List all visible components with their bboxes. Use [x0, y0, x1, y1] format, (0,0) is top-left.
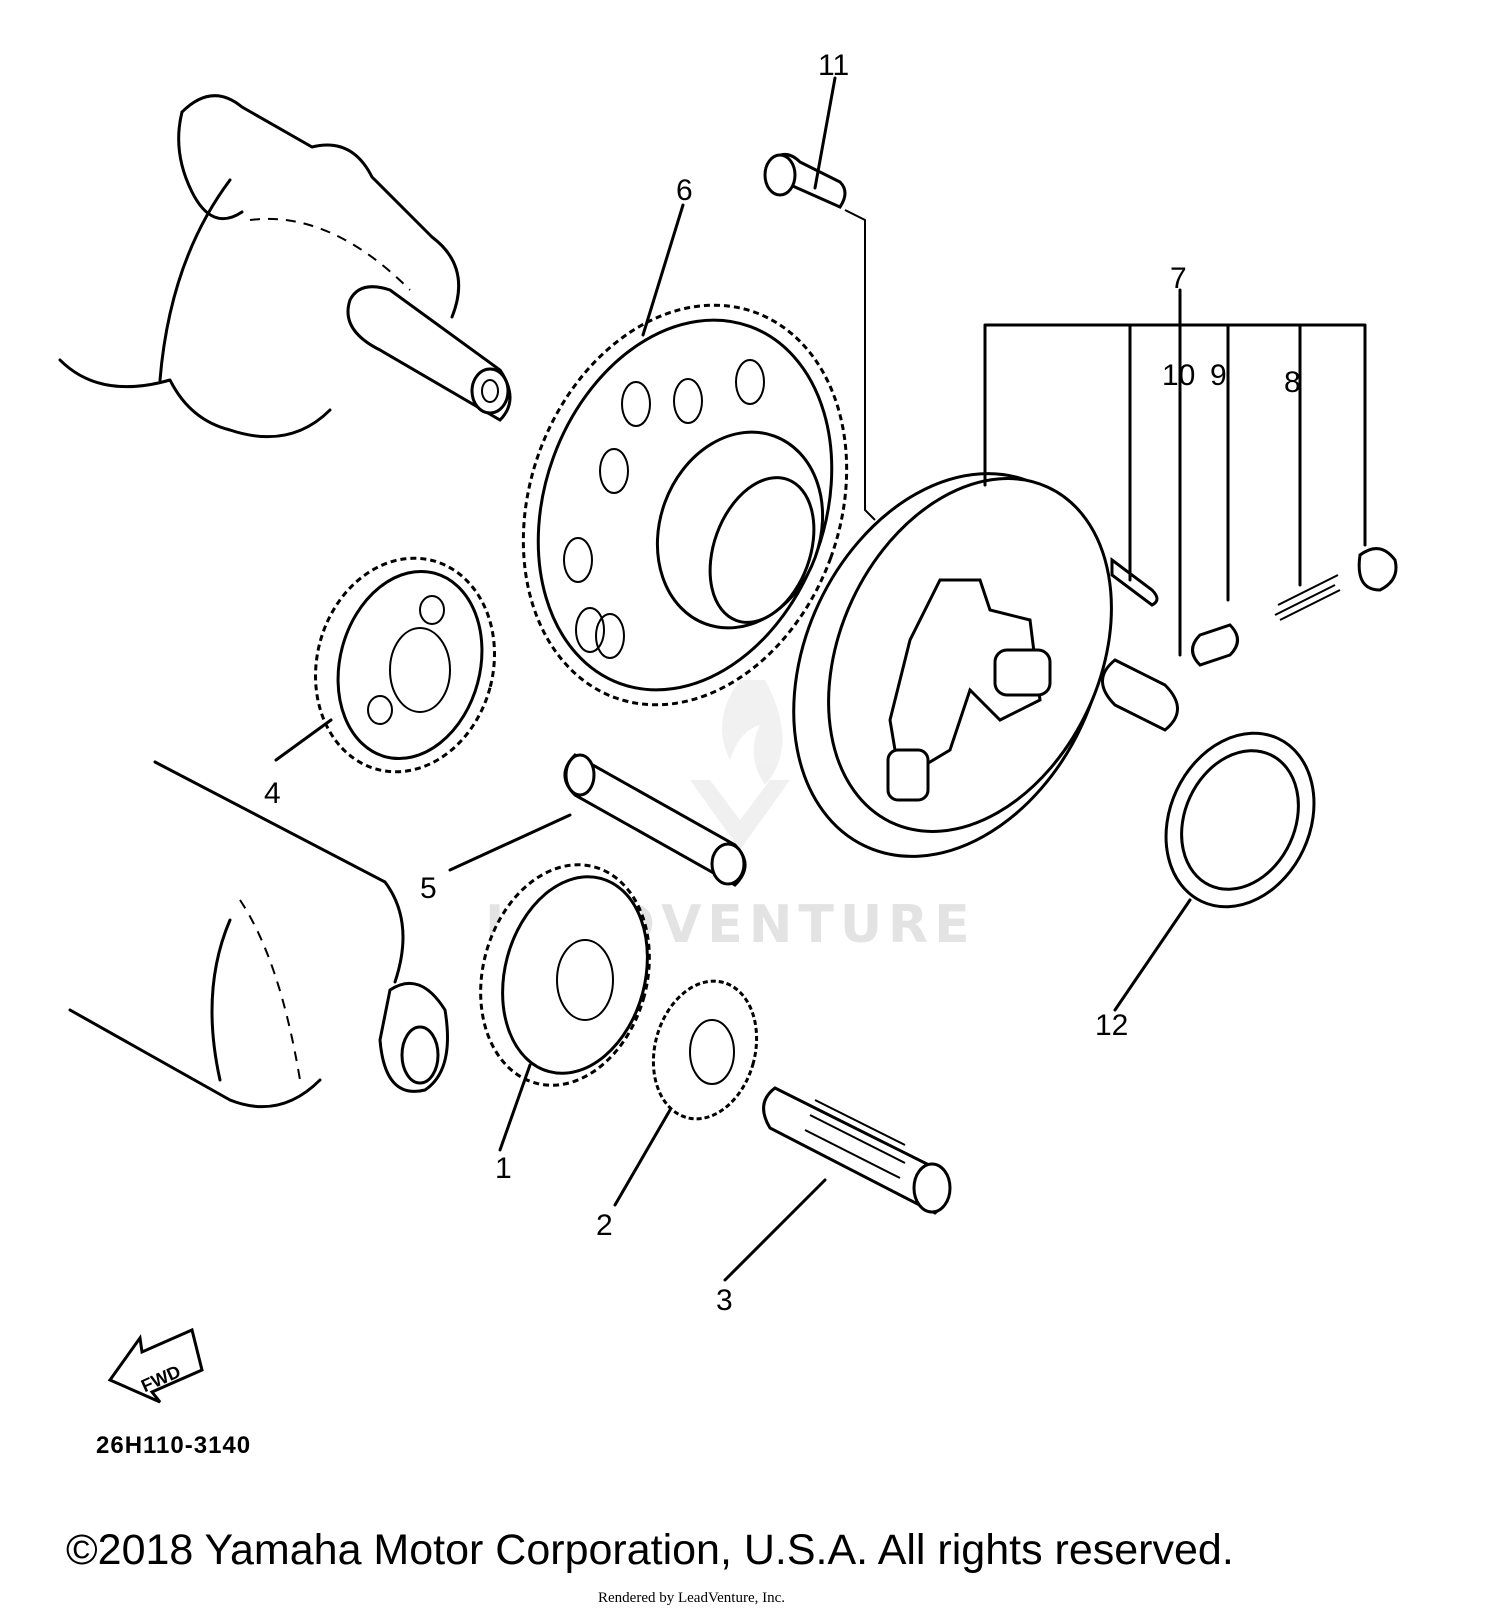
callout-5: 5 [420, 872, 437, 905]
diagram-code: 26H110-3140 [96, 1432, 251, 1459]
starter-wheel-gear [521, 303, 849, 707]
clutch-small-parts [1101, 547, 1398, 732]
callout-9: 9 [1210, 359, 1227, 392]
idler-gear-2 [479, 863, 651, 1087]
starter-motor [68, 760, 449, 1109]
callout-4: 4 [264, 777, 281, 810]
callout-11: 11 [818, 49, 849, 82]
idler-gear-1 [314, 556, 496, 774]
callout-1: 1 [495, 1152, 512, 1185]
watermark-logo [690, 680, 790, 850]
callout-2: 2 [596, 1209, 613, 1242]
callout-3: 3 [716, 1284, 733, 1317]
forward-arrow-icon: FWD [107, 1327, 204, 1404]
leader-lines [274, 76, 1367, 1282]
starter-clutch-assembly [792, 472, 1113, 858]
callout-12: 12 [1095, 1009, 1128, 1042]
washer [1164, 731, 1316, 909]
idler-shaft [563, 753, 747, 887]
bolt [763, 153, 847, 209]
callout-7: 7 [1170, 262, 1187, 295]
crankshaft [58, 94, 512, 439]
splined-shaft [762, 1086, 952, 1215]
callout-6: 6 [676, 174, 693, 207]
idler-gear-3 [651, 979, 759, 1121]
rendered-by-notice: Rendered by LeadVenture, Inc. [598, 1590, 786, 1606]
callout-8: 8 [1284, 366, 1301, 399]
copyright-notice: ©2018 Yamaha Motor Corporation, U.S.A. A… [66, 1526, 1234, 1574]
callout-10: 10 [1162, 359, 1195, 392]
